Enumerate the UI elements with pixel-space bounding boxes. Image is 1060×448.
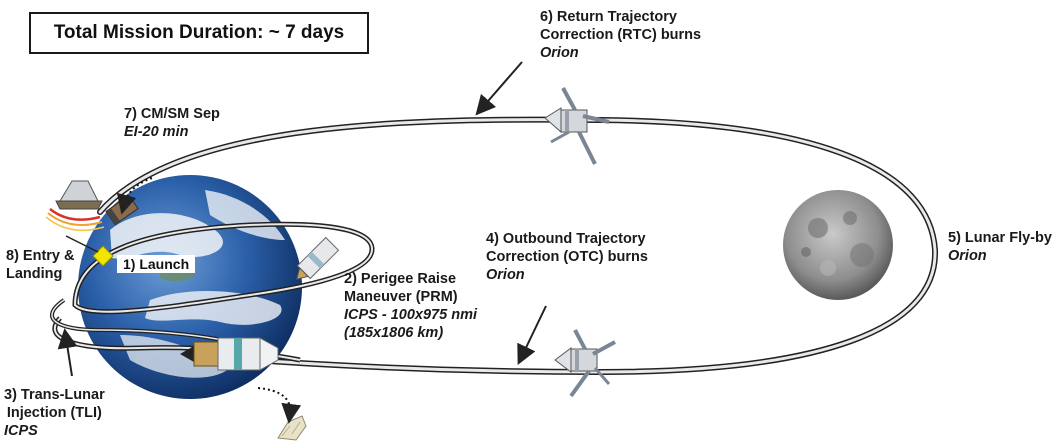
mission-duration-title: Total Mission Duration: ~ 7 days <box>29 12 369 54</box>
tli-sub: ICPS <box>4 423 38 439</box>
sep-line1: 7) CM/SM Sep <box>124 106 220 122</box>
orion-spacecraft-icon <box>554 329 616 398</box>
crew-module-icon <box>45 180 105 232</box>
otc-label: 4) Outbound Trajectory Correction (OTC) … <box>486 230 648 284</box>
entry-line1: 8) Entry & <box>6 248 75 264</box>
rtc-line1: 6) Return Trajectory <box>540 9 677 25</box>
otc-arrow <box>517 305 547 366</box>
lunar-trajectory <box>97 116 939 376</box>
entry-line2: Landing <box>6 266 63 282</box>
otc-sub: Orion <box>486 267 525 283</box>
sep-sub: EI-20 min <box>124 124 189 140</box>
icps-stage-icon <box>180 337 279 371</box>
rtc-label: 6) Return Trajectory Correction (RTC) bu… <box>540 8 701 62</box>
rtc-line2: Correction (RTC) burns <box>540 27 702 43</box>
prm-sub1: ICPS - 100x975 nmi <box>344 307 477 323</box>
orion-spacecraft-icon <box>544 87 610 165</box>
entry-connector <box>65 235 99 253</box>
entry-marker <box>92 245 114 267</box>
prm-sub2: (185x1806 km) <box>344 325 444 341</box>
otc-line2: Correction (OTC) burns <box>486 249 648 265</box>
prm-line1: 2) Perigee Raise <box>344 271 457 287</box>
tli-line2: Injection (TLI) <box>6 405 102 421</box>
launch-label: 1) Launch <box>117 255 196 273</box>
rtc-arrow <box>475 61 523 116</box>
icps-stage-icon <box>296 236 340 280</box>
tli-arrow <box>57 328 78 377</box>
prm-line2: Maneuver (PRM) <box>344 289 458 305</box>
debris-icon <box>277 415 307 441</box>
prm-label: 2) Perigee Raise Maneuver (PRM) ICPS - 1… <box>344 270 477 342</box>
tli-line1: 3) Trans-Lunar <box>4 387 105 403</box>
tli-label: 3) Trans-Lunar Injection (TLI) ICPS <box>4 386 105 440</box>
entry-label: 8) Entry & Landing <box>6 247 75 283</box>
flyby-label: 5) Lunar Fly-by Orion <box>948 229 1052 265</box>
rtc-sub: Orion <box>540 45 579 61</box>
flyby-line1: 5) Lunar Fly-by <box>948 230 1052 246</box>
otc-line1: 4) Outbound Trajectory <box>486 231 646 247</box>
sep-label: 7) CM/SM Sep EI-20 min <box>124 105 220 141</box>
sep-dotted-arrow <box>116 177 153 215</box>
flyby-sub: Orion <box>948 248 987 264</box>
debris-dotted-arrow <box>257 387 302 424</box>
moon-icon <box>783 190 893 300</box>
